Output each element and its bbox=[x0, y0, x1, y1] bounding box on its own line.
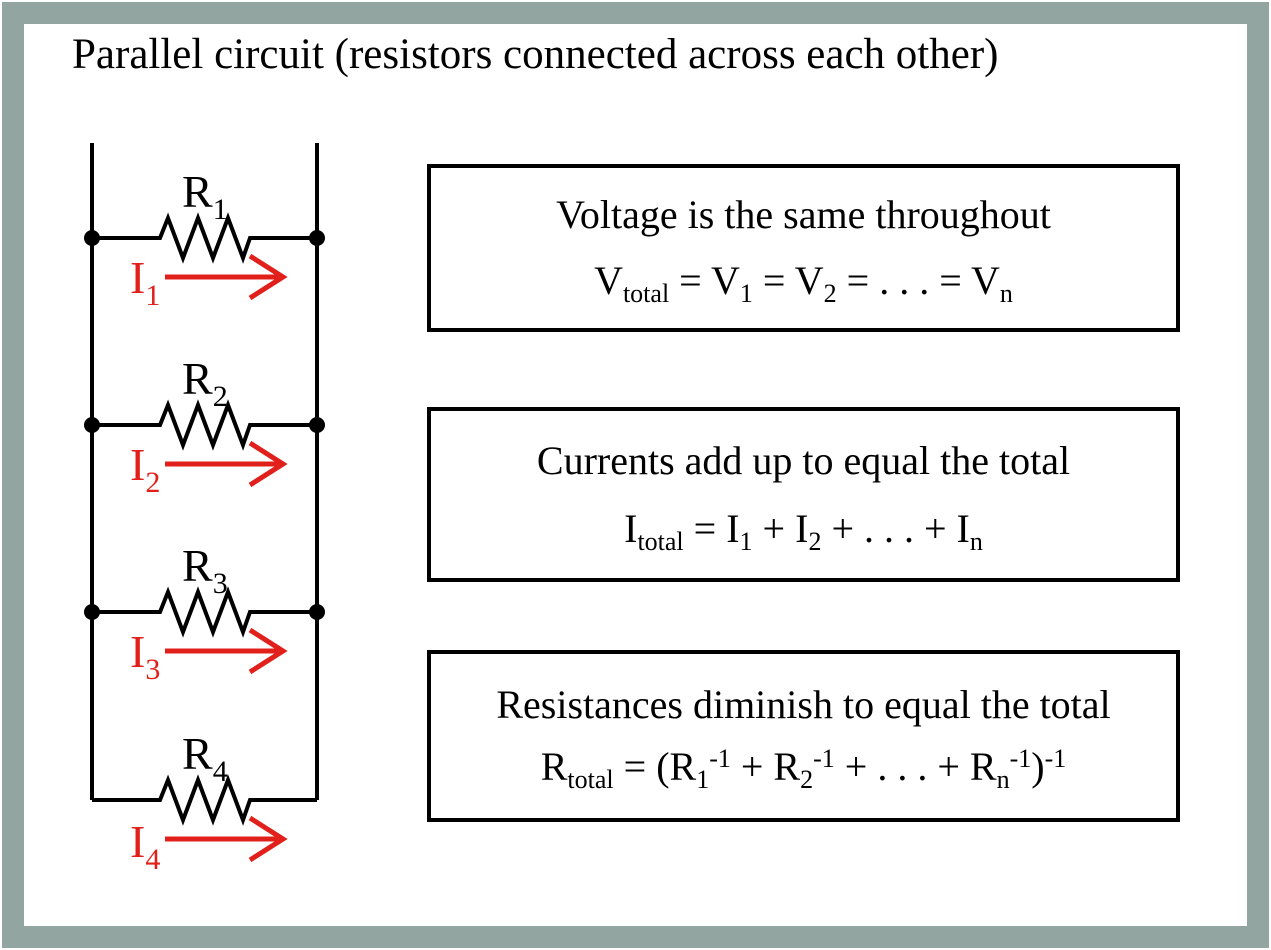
resistor-label-r2: R2 bbox=[182, 353, 228, 413]
junction-dot bbox=[309, 417, 325, 433]
junction-dot bbox=[84, 230, 100, 246]
current-rule-title: Currents add up to equal the total bbox=[536, 437, 1071, 483]
junction-dot bbox=[309, 604, 325, 620]
voltage-rule-box: Voltage is the same throughout Vtotal = … bbox=[427, 164, 1180, 332]
current-arrow-i3 bbox=[165, 627, 288, 675]
junction-dot bbox=[84, 604, 100, 620]
resistor-label-r3: R3 bbox=[182, 540, 228, 600]
resistor-symbol-r4 bbox=[92, 774, 317, 826]
voltage-rule-formula: Vtotal = V1 = V2 = . . . = Vn bbox=[594, 258, 1013, 308]
current-arrow-i2 bbox=[165, 440, 288, 488]
current-label-i1: I1 bbox=[130, 252, 160, 312]
resistance-rule-title: Resistances diminish to equal the total bbox=[496, 682, 1111, 727]
current-arrow-i4 bbox=[165, 815, 288, 863]
current-arrow-i1 bbox=[165, 253, 288, 301]
resistor-label-r1: R1 bbox=[182, 166, 228, 226]
junction-dot bbox=[84, 417, 100, 433]
resistor-symbol-r1 bbox=[92, 212, 317, 264]
voltage-rule-title: Voltage is the same throughout bbox=[556, 192, 1051, 237]
resistor-symbol-r2 bbox=[92, 399, 317, 451]
resistor-symbol-r3 bbox=[92, 586, 317, 638]
current-rule-box: Currents add up to equal the total Itota… bbox=[427, 407, 1180, 582]
current-label-i3: I3 bbox=[130, 626, 160, 686]
resistor-label-r4: R4 bbox=[182, 728, 228, 788]
current-label-i2: I2 bbox=[130, 439, 160, 499]
junction-dot bbox=[309, 230, 325, 246]
page-title: Parallel circuit (resistors connected ac… bbox=[72, 31, 999, 78]
current-rule-formula: Itotal = I1 + I2 + . . . + In bbox=[624, 505, 983, 556]
resistance-rule-box: Resistances diminish to equal the total … bbox=[427, 650, 1180, 822]
resistance-rule-formula: Rtotal = (R1-1 + R2-1 + . . . + Rn-1)-1 bbox=[540, 744, 1067, 794]
current-label-i4: I4 bbox=[130, 816, 160, 876]
parallel-circuit-diagram: R1 R2 R3 R4 I1 I2 I3 I4 bbox=[84, 143, 325, 876]
